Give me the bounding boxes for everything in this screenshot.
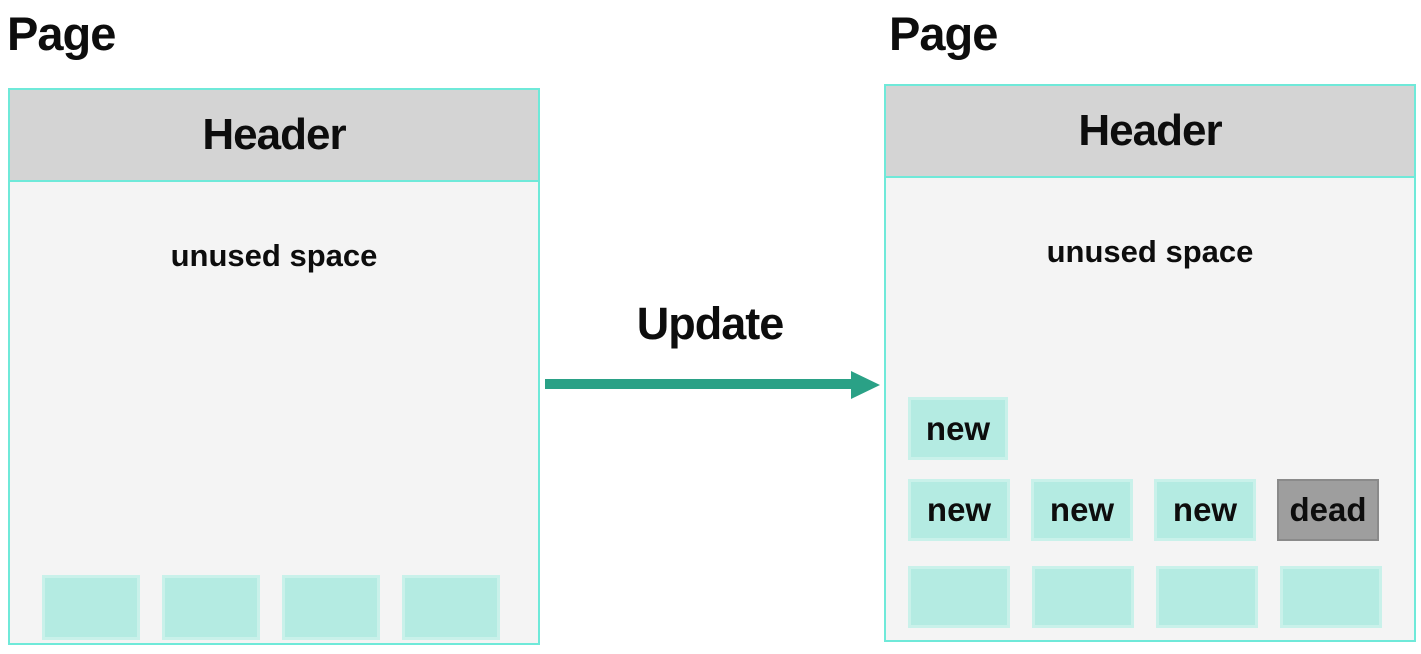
- content-block: [42, 575, 140, 640]
- right-page-body: unused space new new new new dead: [886, 178, 1414, 640]
- new-block: new: [908, 479, 1010, 541]
- left-page-frame: Header unused space: [8, 88, 540, 645]
- content-block: [282, 575, 380, 640]
- new-block-row-2: new new new dead: [908, 479, 1379, 541]
- update-arrow-head-icon: [851, 371, 880, 399]
- new-block: new: [908, 397, 1008, 460]
- content-block: [1280, 566, 1382, 628]
- new-block-row-1: new: [908, 397, 1008, 460]
- left-page-header: Header: [10, 90, 538, 182]
- left-page-title: Page: [7, 7, 116, 60]
- left-bottom-block-row: [42, 575, 500, 640]
- new-block: new: [1154, 479, 1256, 541]
- right-bottom-block-row: [908, 566, 1382, 628]
- left-unused-space-label: unused space: [170, 238, 378, 273]
- right-page-frame: Header unused space new new new new dead: [884, 84, 1416, 642]
- left-page-body: unused space: [10, 182, 538, 643]
- content-block: [402, 575, 500, 640]
- dead-block: dead: [1277, 479, 1379, 541]
- update-arrow-shaft: [545, 379, 853, 389]
- right-unused-space-label: unused space: [1046, 234, 1254, 269]
- update-label: Update: [636, 298, 785, 349]
- new-block: new: [1031, 479, 1133, 541]
- content-block: [162, 575, 260, 640]
- content-block: [908, 566, 1010, 628]
- content-block: [1156, 566, 1258, 628]
- content-block: [1032, 566, 1134, 628]
- right-page-header: Header: [886, 86, 1414, 178]
- right-page-title: Page: [889, 7, 998, 60]
